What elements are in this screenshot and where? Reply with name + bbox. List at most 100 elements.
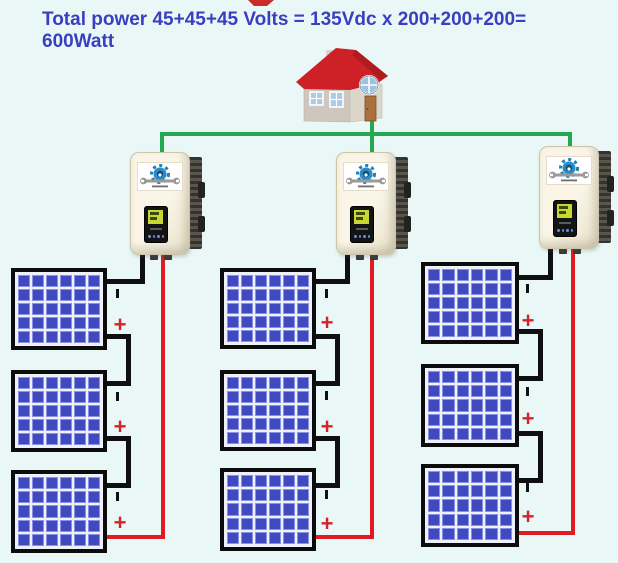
solar-cell xyxy=(456,325,469,337)
series-wire-s3-a1 xyxy=(516,329,543,334)
solar-cell xyxy=(60,477,72,490)
solar-cell xyxy=(485,527,498,540)
solar-cell xyxy=(18,519,30,532)
solar-cell xyxy=(227,503,239,516)
heatsink xyxy=(188,157,202,249)
solar-cell xyxy=(60,433,72,445)
solar-cell xyxy=(269,432,281,444)
solar-cell xyxy=(18,317,30,329)
heatsink xyxy=(597,151,611,243)
solar-cell xyxy=(297,377,309,389)
solar-cell xyxy=(428,527,441,540)
solar-cell xyxy=(74,519,86,532)
grid-inverter-1 xyxy=(130,152,205,260)
solar-cell xyxy=(60,419,72,431)
display-buttons xyxy=(148,235,164,238)
dc-neg-wire-inv3-drop xyxy=(548,240,553,280)
solar-cell xyxy=(442,413,455,426)
solar-cell xyxy=(46,491,58,504)
solar-cell xyxy=(485,325,498,337)
solar-cell xyxy=(241,390,253,403)
solar-cell xyxy=(428,471,441,484)
solar-cell xyxy=(18,533,30,546)
positive-terminal-label: + xyxy=(113,312,127,337)
solar-cell xyxy=(297,404,309,417)
solar-cell xyxy=(283,489,295,502)
solar-cell xyxy=(88,533,100,546)
solar-cell xyxy=(428,371,441,384)
solar-cell xyxy=(227,288,239,301)
dc-connector xyxy=(150,253,158,260)
solar-cell xyxy=(227,517,239,530)
solar-cell xyxy=(499,427,512,440)
panel-cell-grid xyxy=(227,475,309,544)
dc-connector xyxy=(356,253,364,260)
solar-cell xyxy=(74,377,86,389)
series-wire-s3-a2 xyxy=(538,329,543,381)
solar-cell xyxy=(46,533,58,546)
dc-neg-wire-string1 xyxy=(104,279,145,284)
solar-cell xyxy=(74,303,86,315)
solar-cell xyxy=(485,311,498,323)
solar-cell xyxy=(283,503,295,516)
solar-cell xyxy=(442,527,455,540)
solar-cell xyxy=(227,432,239,444)
solar-cell xyxy=(255,275,267,287)
solar-cell xyxy=(74,491,86,504)
solar-cell xyxy=(485,371,498,384)
solar-cell xyxy=(456,297,469,309)
solar-cell xyxy=(428,385,441,398)
negative-terminal-mark xyxy=(526,483,529,492)
lcd-screen xyxy=(557,204,572,218)
solar-cell xyxy=(60,391,72,403)
solar-cell xyxy=(18,275,30,287)
solar-cell xyxy=(255,475,267,488)
lcd-display xyxy=(350,206,374,243)
solar-cell xyxy=(32,533,44,546)
mounting-tab xyxy=(404,182,411,198)
solar-cell xyxy=(269,503,281,516)
solar-cell xyxy=(428,513,441,526)
positive-terminal-label: + xyxy=(521,406,535,431)
negative-terminal-mark xyxy=(325,289,328,298)
diagram-title: Total power 45+45+45 Volts = 135Vdc x 20… xyxy=(42,9,527,52)
solar-cell xyxy=(18,303,30,315)
mounting-tab xyxy=(607,176,614,192)
display-buttons xyxy=(354,235,370,238)
solar-cell xyxy=(297,316,309,329)
solar-cell xyxy=(60,331,72,343)
panel-cell-grid xyxy=(18,377,100,445)
dc-neg-wire-string3 xyxy=(516,275,553,280)
series-wire-s1-a3 xyxy=(104,381,131,386)
solar-cell xyxy=(485,499,498,512)
solar-cell xyxy=(283,432,295,444)
solar-cell xyxy=(428,325,441,337)
solar-cell xyxy=(74,505,86,518)
solar-cell xyxy=(241,377,253,389)
solar-cell xyxy=(18,331,30,343)
solar-cell xyxy=(74,331,86,343)
solar-cell xyxy=(60,491,72,504)
solar-cell xyxy=(241,418,253,431)
display-buttons xyxy=(557,229,573,232)
solar-cell xyxy=(428,311,441,323)
solar-cell xyxy=(241,330,253,342)
solar-cell xyxy=(269,517,281,530)
solar-cell xyxy=(32,303,44,315)
solar-cell xyxy=(269,475,281,488)
solar-cell xyxy=(46,477,58,490)
series-wire-s3-a3 xyxy=(516,376,543,381)
solar-cell xyxy=(499,385,512,398)
negative-terminal-mark xyxy=(325,391,328,400)
solar-cell xyxy=(46,505,58,518)
solar-cell xyxy=(470,427,484,440)
solar-cell xyxy=(18,433,30,445)
display-button xyxy=(570,229,573,232)
solar-cell xyxy=(241,517,253,530)
solar-cell xyxy=(241,503,253,516)
solar-cell xyxy=(46,377,58,389)
solar-cell xyxy=(18,377,30,389)
solar-cell xyxy=(32,275,44,287)
solar-cell xyxy=(32,331,44,343)
solar-cell xyxy=(456,527,469,540)
